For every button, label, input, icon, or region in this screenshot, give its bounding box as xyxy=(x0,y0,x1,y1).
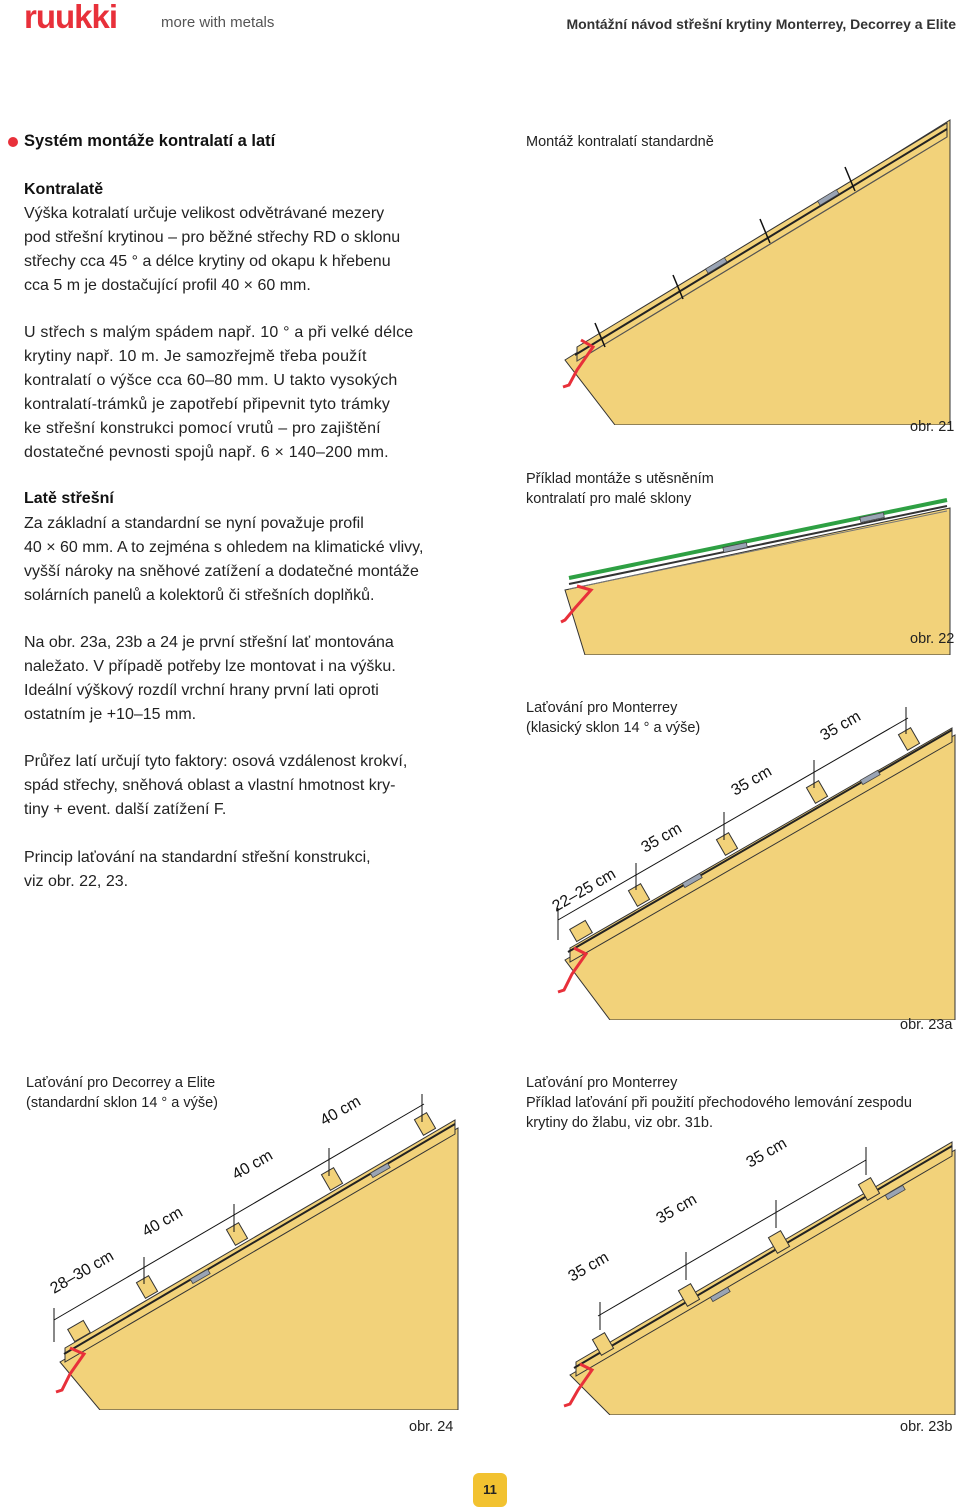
section-title: Systém montáže kontralatí a latí xyxy=(24,132,276,150)
fig24-dim-3: 40 cm xyxy=(230,1147,276,1184)
fig24-caption: Laťování pro Decorrey a Elite (standardn… xyxy=(26,1075,218,1111)
fig23a-caption: Laťování pro Monterrey (klasický sklon 1… xyxy=(526,700,701,736)
low-slope-paragraph: U střech s malým spádem např. 10 ° a při… xyxy=(24,324,414,461)
fig22-drawing xyxy=(560,498,951,655)
fig21-label: obr. 21 xyxy=(910,419,955,435)
fig22-rafter xyxy=(564,507,951,655)
fig24-dim-4: 40 cm xyxy=(318,1093,364,1130)
fig24-drawing: 28–30 cm 40 cm 40 cm 40 cm xyxy=(48,1093,459,1410)
fig23b-drawing: 35 cm 35 cm 35 cm xyxy=(563,1135,956,1415)
principle-paragraph: Princip laťování na standardní střešní k… xyxy=(24,849,371,890)
page-number: 11 xyxy=(473,1473,507,1507)
fig21-foil xyxy=(574,128,948,356)
fig21-screws xyxy=(594,166,856,348)
first-batten-paragraph: Na obr. 23a, 23b a 24 je první střešní l… xyxy=(24,634,396,723)
fig22-eave-flashing xyxy=(560,584,594,624)
fig22-caption: Příklad montáže s utěsněním kontralatí p… xyxy=(526,471,714,507)
fig22-batten-profiles xyxy=(722,512,885,553)
late-paragraph: Za základní a standardní se nyní považuj… xyxy=(24,515,424,604)
fig23a-drawing: 22–25 cm 35 cm 35 cm 35 cm xyxy=(550,707,956,1020)
fig21-drawing xyxy=(562,119,951,425)
fig23a-eave-flashing xyxy=(557,946,589,994)
fig24-label: obr. 24 xyxy=(409,1419,454,1435)
fig21-batten-profiles xyxy=(704,189,840,274)
fig23a-battens xyxy=(569,727,921,943)
fig21-eave-flashing xyxy=(562,338,596,389)
svg-text:ruukki: ruukki xyxy=(24,2,117,32)
fig24-dimension-lines xyxy=(53,1094,425,1342)
fig24-dim-first: 28–30 cm xyxy=(48,1248,117,1298)
fig23b-battens xyxy=(591,1177,881,1356)
tagline: more with metals xyxy=(161,14,275,31)
fig24-eave-flashing xyxy=(55,1346,87,1394)
kontralate-paragraph: Výška kotralatí určuje velikost odvětráv… xyxy=(24,205,401,294)
fig22-label: obr. 22 xyxy=(910,631,955,647)
fig23a-dim-3: 35 cm xyxy=(729,763,775,800)
kontralate-heading: Kontralatě xyxy=(24,181,104,198)
fig21-caption: Montáž kontralatí standardně xyxy=(526,134,714,150)
document-title: Montážní návod střešní krytiny Monterrey… xyxy=(566,16,956,32)
fig23b-dim-3: 35 cm xyxy=(744,1135,790,1172)
fig22-sealing-tape xyxy=(568,498,948,580)
fig23a-counter-batten xyxy=(569,727,953,963)
fig23a-dim-4: 35 cm xyxy=(818,708,864,745)
fig24-dim-2: 40 cm xyxy=(140,1204,186,1241)
fig24-battens xyxy=(67,1112,437,1343)
cross-section-paragraph: Průřez latí určují tyto faktory: osová v… xyxy=(24,753,408,818)
fig23b-dim-1: 35 cm xyxy=(566,1249,612,1286)
fig23a-label: obr. 23a xyxy=(900,1017,953,1033)
section-bullet-icon xyxy=(8,137,18,147)
ruukki-logo: ruukki xyxy=(24,2,118,32)
late-heading: Latě střešní xyxy=(24,490,114,507)
fig23b-dimension-lines xyxy=(597,1147,867,1330)
fig23b-caption: Laťování pro Monterrey Příklad laťování … xyxy=(526,1075,912,1131)
fig23b-dim-2: 35 cm xyxy=(654,1191,700,1228)
fig23b-eave-flashing xyxy=(563,1362,595,1408)
fig23b-label: obr. 23b xyxy=(900,1419,953,1435)
fig23a-dimension-lines xyxy=(557,707,909,940)
